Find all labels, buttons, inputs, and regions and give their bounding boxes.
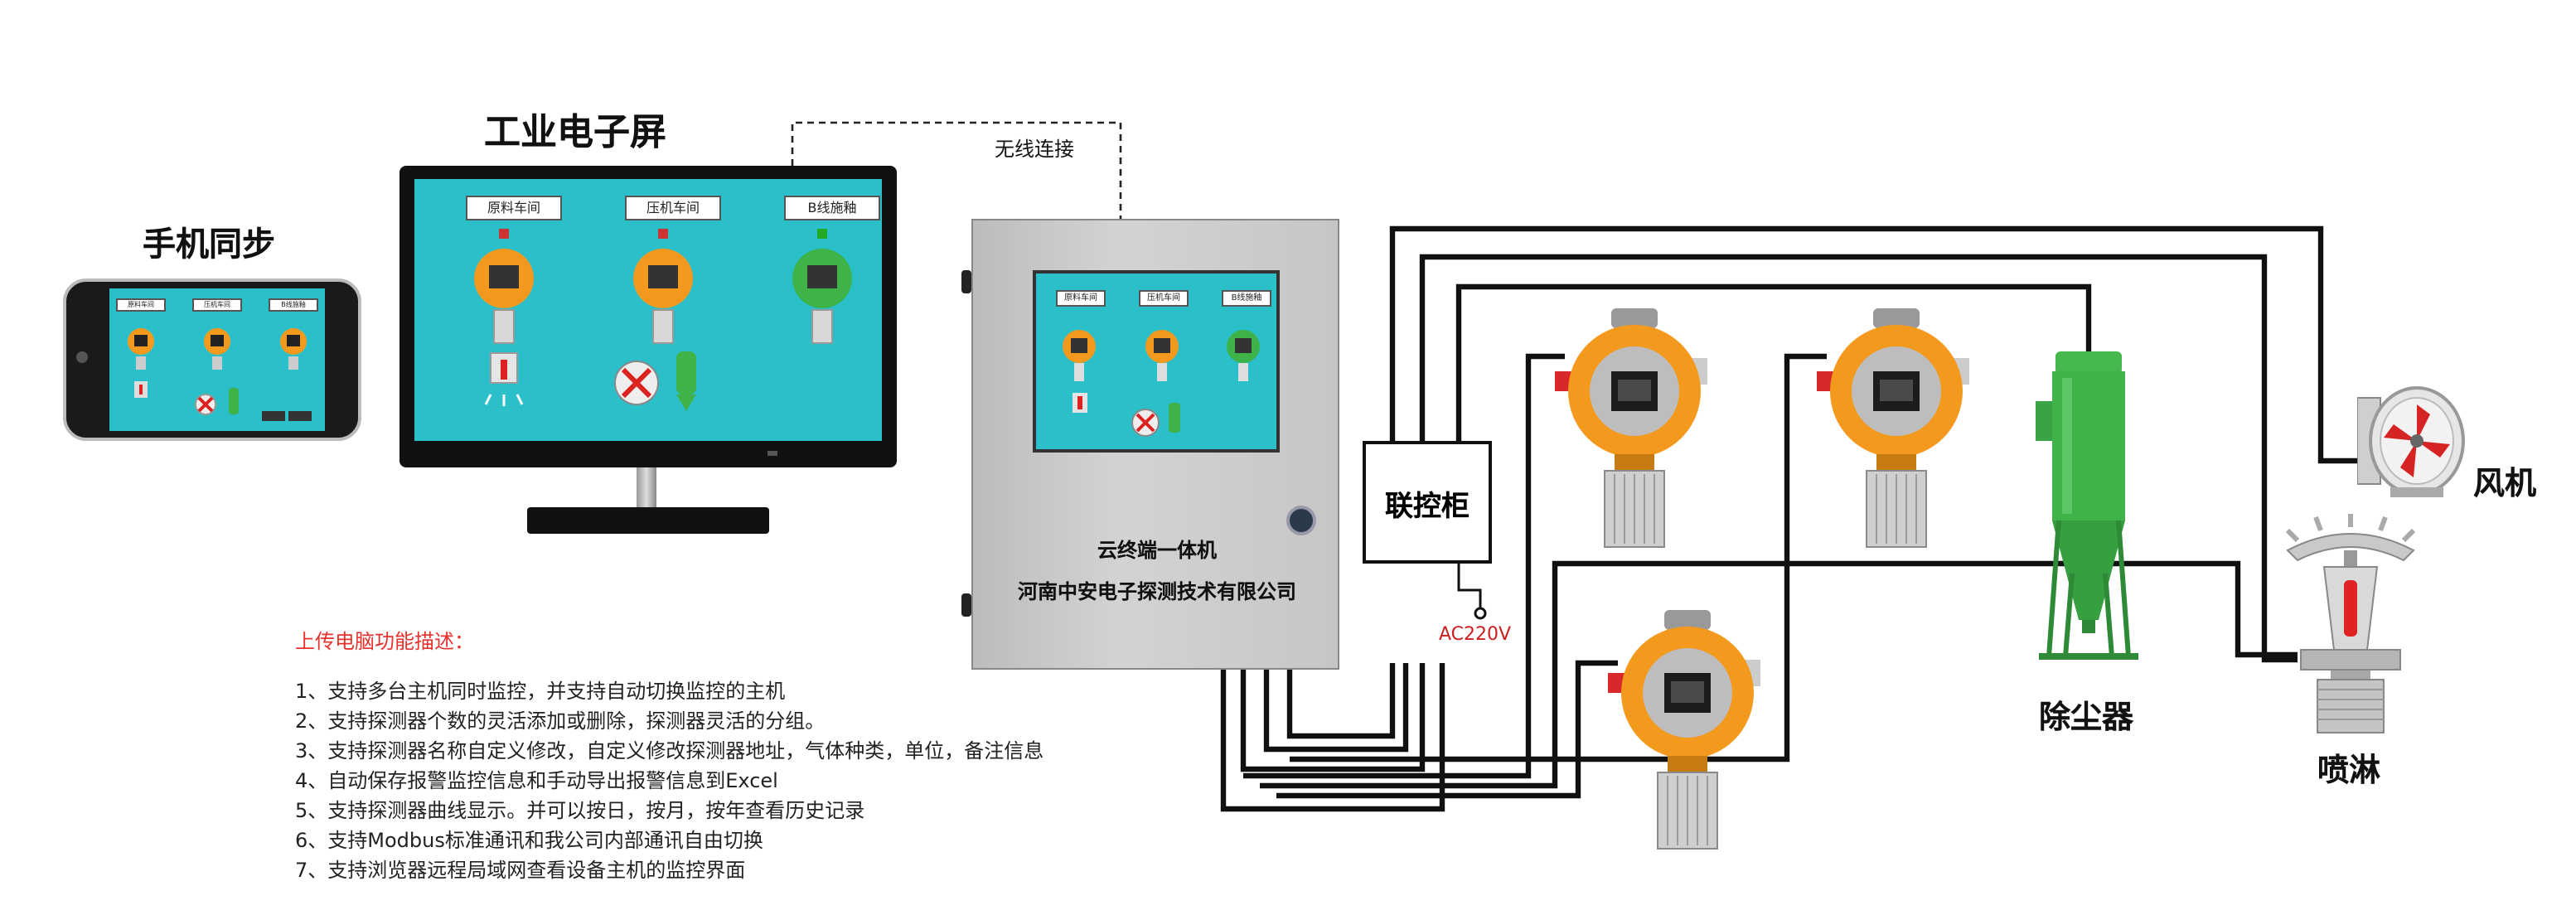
monitor-tab-2: 压机车间 xyxy=(625,196,721,220)
monitor-screen: 原料车间 压机车间 B线施釉 xyxy=(414,179,882,441)
feature-item: 3、支持探测器名称自定义修改，自定义修改探测器地址，气体种类，单位，备注信息 xyxy=(295,739,1044,762)
detector-icon xyxy=(633,229,693,344)
feature-item: 7、支持浏览器远程局域网查看设备主机的监控界面 xyxy=(295,859,746,882)
cabinet-indicator-icon xyxy=(1286,506,1316,535)
cabinet-tab-1: 原料车间 xyxy=(1056,290,1106,307)
feature-item: 2、支持探测器个数的灵活添加或删除，探测器灵活的分组。 xyxy=(295,709,826,733)
gas-detector-1 xyxy=(1555,308,1707,548)
phone-screen-icons xyxy=(128,328,312,421)
phone-tab-3: B线施釉 xyxy=(269,298,318,312)
fan-icon xyxy=(195,394,216,415)
cabinet-screen-icons xyxy=(1063,330,1260,437)
fan-icon xyxy=(2357,386,2465,497)
detector-icon xyxy=(792,229,852,344)
monitor-neck xyxy=(637,467,656,511)
detector-icon xyxy=(1817,308,1969,548)
detector-icon xyxy=(204,328,230,370)
detector-icon xyxy=(1145,330,1179,381)
gas-detector-3 xyxy=(1608,610,1760,850)
cabinet-screen: 原料车间 压机车间 B线施釉 xyxy=(1033,270,1280,453)
ac-power-label: AC220V xyxy=(1439,623,1512,645)
detector-icon xyxy=(128,328,154,370)
detector-wires xyxy=(1243,353,2298,799)
detector-icon xyxy=(280,328,307,370)
feature-item: 4、自动保存报警监控信息和手动导出报警信息到Excel xyxy=(295,769,778,792)
industrial-monitor: 原料车间 压机车间 B线施釉 xyxy=(399,166,897,467)
phone-screen: 原料车间 压机车间 B线施釉 xyxy=(109,288,325,431)
industrial-screen-caption: 工业电子屏 xyxy=(484,113,667,154)
cabinet-company: 河南中安电子探测技术有限公司 xyxy=(1017,580,1296,603)
monitor-tab-1: 原料车间 xyxy=(466,196,562,220)
wireless-caption: 无线连接 xyxy=(995,138,1075,161)
dust-remover-icon xyxy=(229,388,239,414)
fan-icon xyxy=(1131,409,1160,437)
detector-icon xyxy=(1063,330,1096,381)
sprinkler-icon xyxy=(1073,393,1087,413)
fan-icon xyxy=(614,361,659,405)
cabinet-wires xyxy=(1220,663,1445,812)
sprinkler-icon xyxy=(134,381,148,398)
fan-caption: 风机 xyxy=(2473,466,2537,502)
sprinkler-icon xyxy=(484,352,524,406)
cloud-terminal-cabinet: 原料车间 压机车间 B线施釉 云终端一体机 河南中安电子探测技术有限公司 xyxy=(961,219,1339,670)
detector-icon xyxy=(1608,610,1760,850)
phone-tab-2: 压机车间 xyxy=(192,298,242,312)
control-cabinet-box: 联控柜 xyxy=(1363,441,1492,564)
detector-icon xyxy=(1555,308,1707,548)
detector-icon xyxy=(1227,330,1260,381)
phone: 原料车间 压机车间 B线施釉 xyxy=(63,278,361,441)
cabinet-hinge xyxy=(961,593,971,617)
cabinet-name: 云终端一体机 xyxy=(1097,539,1217,562)
cabinet-tab-3: B线施釉 xyxy=(1222,290,1271,307)
cabinet-tab-2: 压机车间 xyxy=(1139,290,1189,307)
monitor-tab-3: B线施釉 xyxy=(784,196,880,220)
sprinkler-icon xyxy=(2285,514,2416,733)
monitor-screen-icons xyxy=(474,229,852,411)
axial-fan xyxy=(2357,386,2465,497)
dust-remover-icon xyxy=(1169,403,1180,433)
dust-remover-caption: 除尘器 xyxy=(2039,700,2134,736)
cabinet-hinge xyxy=(961,270,971,293)
dust-remover-icon xyxy=(676,351,696,411)
features-title: 上传电脑功能描述： xyxy=(295,630,475,653)
dust-remover-icon xyxy=(2036,351,2138,660)
feature-item: 1、支持多台主机同时监控，并支持自动切换监控的主机 xyxy=(295,680,786,703)
feature-item: 6、支持Modbus标准通讯和我公司内部通讯自由切换 xyxy=(295,829,763,852)
detector-icon xyxy=(474,229,534,344)
phone-tab-1: 原料车间 xyxy=(116,298,166,312)
sprinkler-head xyxy=(2285,514,2416,733)
wireless-link xyxy=(791,121,1122,219)
ac-terminal xyxy=(1474,607,1487,620)
phone-home-button xyxy=(76,351,88,363)
sprinkler-caption: 喷淋 xyxy=(2317,753,2381,789)
feature-item: 5、支持探测器曲线显示。并可以按日，按月，按年查看历史记录 xyxy=(295,799,865,822)
phone-sync-caption: 手机同步 xyxy=(143,224,275,264)
gas-detector-2 xyxy=(1817,308,1969,548)
monitor-stand xyxy=(527,507,769,534)
dust-remover xyxy=(2036,351,2138,660)
control-output-wires xyxy=(1389,225,2367,663)
